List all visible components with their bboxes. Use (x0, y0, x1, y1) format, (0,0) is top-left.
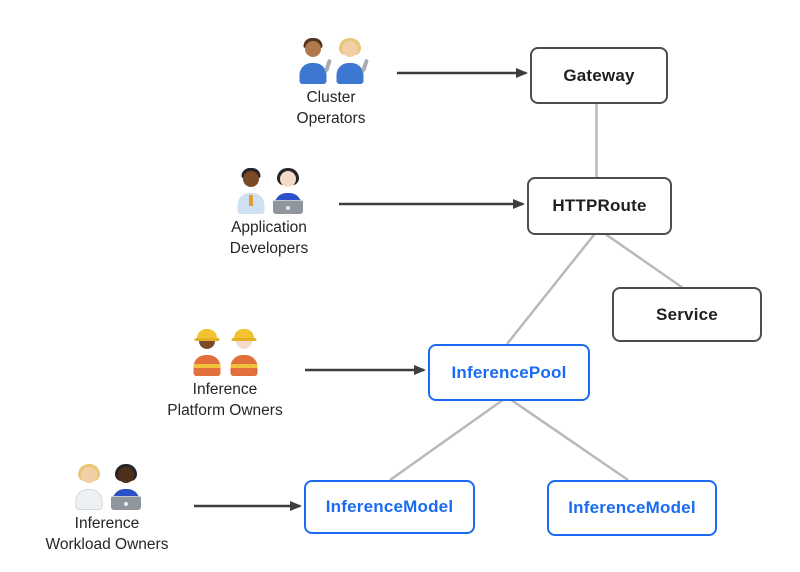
node-inferencemodel-right-label: InferenceModel (568, 498, 696, 517)
workload-owners-emoji-pair (27, 464, 187, 510)
woman-technologist-emoji (272, 168, 303, 214)
persona-label-line: Platform Owners (167, 402, 283, 419)
construction-workers-emoji-pair (145, 329, 305, 376)
persona-label-line: Cluster (306, 89, 356, 106)
man-mechanic-emoji (298, 38, 332, 84)
node-inferencepool-label: InferencePool (451, 362, 567, 382)
node-httproute: HTTPRoute (527, 177, 672, 235)
edge-httproute-service (600, 229, 684, 290)
persona-label-line: Operators (296, 110, 366, 127)
node-gateway: Gateway (530, 47, 668, 104)
person-health-worker-emoji (74, 464, 104, 510)
persona-label-line: Application (231, 219, 307, 236)
persona-label-line: Developers (229, 240, 309, 257)
persona-application-developers-label: Application Developers (199, 217, 339, 259)
persona-inference-platform-owners: Inference Platform Owners (145, 329, 305, 421)
persona-label-line: Workload Owners (45, 536, 169, 553)
persona-label-line: Inference (192, 381, 258, 398)
persona-inference-platform-owners-label: Inference Platform Owners (145, 379, 305, 421)
man-construction-worker-emoji (229, 329, 259, 376)
node-inferencepool: InferencePool (428, 344, 590, 401)
man-technologist-emoji (110, 464, 141, 510)
persona-cluster-operators-label: Cluster Operators (261, 87, 401, 129)
persona-inference-workload-owners-label: Inference Workload Owners (27, 513, 187, 555)
node-gateway-label: Gateway (563, 65, 635, 85)
persona-inference-workload-owners: Inference Workload Owners (27, 464, 187, 555)
woman-construction-worker-emoji (192, 329, 222, 376)
mechanics-emoji-pair (261, 38, 401, 84)
edge-httproute-inferencepool (506, 230, 598, 345)
persona-cluster-operators: Cluster Operators (261, 38, 401, 129)
node-service-label: Service (656, 304, 718, 324)
developers-emoji-pair (199, 168, 339, 214)
node-inferencemodel-right: InferenceModel (547, 480, 717, 536)
edge-inferencepool-inferencemodel-left (389, 395, 508, 482)
node-httproute-label: HTTPRoute (552, 196, 647, 215)
persona-label-line: Inference (74, 515, 140, 532)
persona-application-developers: Application Developers (199, 168, 339, 259)
man-office-worker-emoji (236, 168, 266, 214)
node-inferencemodel-left: InferenceModel (304, 480, 475, 534)
edge-inferencepool-inferencemodel-right (506, 395, 629, 482)
woman-mechanic-emoji (335, 38, 369, 84)
node-service: Service (612, 287, 762, 342)
node-inferencemodel-left-label: InferenceModel (325, 497, 454, 516)
